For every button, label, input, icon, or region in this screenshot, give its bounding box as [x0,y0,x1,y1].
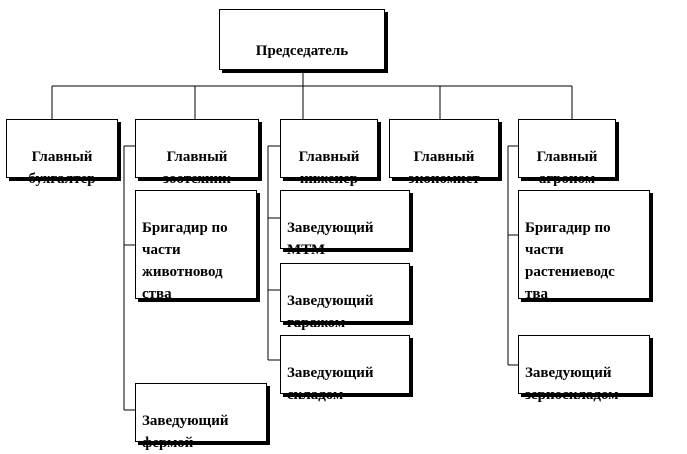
chief-accountant-box: Главный бухгалтер [6,119,118,187]
chief-zootechnician-label: Главный зоотехник [163,149,231,187]
crop-foreman-label: Бригадир по части растениеводс тва [525,220,615,302]
granary-head-box: Заведующий зерноскладом [518,335,650,403]
garage-head-label: Заведующий гаражом [287,293,374,331]
crop-foreman-box: Бригадир по части растениеводс тва [518,190,650,302]
chief-zootechnician-box: Главный зоотехник [135,119,259,187]
livestock-foreman-label: Бригадир по части животновод ства [142,220,228,302]
livestock-foreman-box: Бригадир по части животновод ства [135,190,257,302]
granary-head-label: Заведующий зерноскладом [525,365,619,403]
mtm-head-label: Заведующий МТМ [287,220,374,258]
chief-agronomist-label: Главный агроном [536,149,598,187]
chief-economist-label: Главный экономист [408,149,480,187]
chief-agronomist-box: Главный агроном [518,119,616,187]
chief-engineer-box: Главный инженер [280,119,378,187]
warehouse-head-label: Заведующий складом [287,365,374,403]
garage-head-box: Заведующий гаражом [280,263,410,331]
chief-economist-box: Главный экономист [389,119,499,187]
warehouse-head-box: Заведующий складом [280,335,410,403]
chief-accountant-label: Главный бухгалтер [28,149,96,187]
chairman-label: Председатель [255,43,349,59]
chairman-box: Председатель [219,9,385,70]
chief-engineer-label: Главный инженер [298,149,360,187]
farm-head-box: Заведующий фермой [135,383,267,451]
mtm-head-box: Заведующий МТМ [280,190,410,258]
